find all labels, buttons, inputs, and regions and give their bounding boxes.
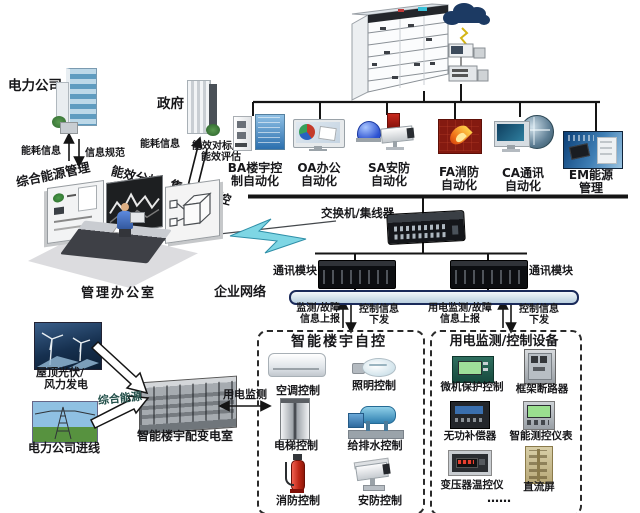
power-equipment-box bbox=[430, 330, 582, 513]
fire-extinguisher-icon bbox=[284, 452, 308, 494]
lightning-icon bbox=[229, 218, 307, 254]
dc-panel-label: 直流屏 bbox=[523, 481, 555, 493]
building-wireframe-icon bbox=[351, 3, 449, 101]
power-company-building-icon bbox=[52, 68, 98, 134]
water-pump-icon bbox=[348, 404, 404, 439]
government-building-icon bbox=[181, 80, 221, 138]
building-automation-box bbox=[257, 330, 425, 513]
gov-flow-down-label-2: 能效评估 bbox=[201, 152, 241, 163]
ac-control-label: 空调控制 bbox=[276, 384, 320, 397]
grid-line-label: 电力公司进线 bbox=[28, 441, 101, 455]
protection-relay-label: 微机保护控制 bbox=[440, 381, 504, 393]
more-devices-dots: …… bbox=[487, 491, 511, 505]
ba-system-label: BA楼宇控制自动化 bbox=[227, 161, 283, 189]
reactive-compensator-icon bbox=[450, 401, 490, 429]
power-flow-down-label: 信息规范 bbox=[85, 148, 125, 159]
power-company-label: 电力公司 bbox=[8, 78, 62, 94]
enterprise-network-label: 企业网络 bbox=[214, 285, 267, 300]
lighting-control-label: 照明控制 bbox=[352, 379, 396, 392]
power-monitor-label: 用电监测 bbox=[223, 388, 267, 401]
switch-label: 交换机/集线器 bbox=[321, 206, 395, 220]
transformer-temp-label: 变压器温控仪 bbox=[440, 479, 504, 491]
bus-left-down-label: 控制信息下发 bbox=[359, 304, 399, 327]
sa-system-icon bbox=[356, 113, 421, 153]
ac-unit-icon bbox=[268, 353, 326, 379]
gov-flow-down-label-1: 能效对标/ bbox=[192, 141, 236, 152]
oa-system-label: OA办公自动化 bbox=[297, 161, 341, 189]
power-box-title: 用电监测/控制设备 bbox=[449, 334, 559, 349]
fa-system-label: FA消防自动化 bbox=[438, 165, 480, 193]
power-line-photo bbox=[32, 401, 98, 443]
switch-device-icon bbox=[386, 209, 466, 246]
comm-module-left-icon bbox=[318, 260, 396, 289]
power-flow-up-label: 能耗信息 bbox=[21, 146, 61, 157]
transmission-tower-icon bbox=[34, 406, 96, 440]
transformer-temp-controller-icon bbox=[448, 450, 492, 476]
substation-cabinets-icon bbox=[139, 375, 237, 435]
reactive-compensator-label: 无功补偿器 bbox=[443, 430, 497, 442]
comm-module-right-label: 通讯模块 bbox=[529, 264, 573, 277]
light-bulb-icon bbox=[352, 357, 398, 377]
laptop-icon bbox=[130, 212, 145, 223]
comm-module-right-icon bbox=[450, 260, 528, 289]
government-label: 政府 bbox=[157, 96, 184, 112]
wireless-bolt-icon bbox=[459, 27, 469, 45]
enterprise-network-bus bbox=[289, 290, 579, 305]
em-system-label: EM能源管理 bbox=[568, 168, 614, 196]
pv-wind-photo bbox=[34, 322, 102, 370]
substation-label: 智能楼宇配变电室 bbox=[137, 429, 234, 443]
elevator-icon bbox=[280, 398, 310, 440]
dc-panel-icon bbox=[525, 446, 553, 484]
water-control-label: 给排水控制 bbox=[347, 439, 403, 452]
bus-right-up-label: 用电监测/故障信息上报 bbox=[428, 303, 492, 326]
gov-flow-up-label: 能耗信息 bbox=[140, 139, 180, 150]
oa-system-icon bbox=[293, 119, 345, 153]
security-control-label: 安防控制 bbox=[358, 494, 402, 507]
protection-relay-icon bbox=[452, 356, 494, 383]
fa-system-icon bbox=[438, 119, 482, 154]
em-system-icon bbox=[563, 131, 623, 169]
gateway-devices-icon bbox=[448, 43, 489, 82]
pv-wind-label: 屋顶光伏/风力发电 bbox=[36, 366, 88, 392]
ca-system-label: CA通讯自动化 bbox=[501, 166, 545, 194]
operator-person bbox=[116, 203, 136, 239]
bus-left-up-label: 监测/故障信息上报 bbox=[296, 303, 340, 326]
fire-control-label: 消防控制 bbox=[276, 494, 320, 507]
smart-meter-label: 智能测控仪表 bbox=[509, 430, 573, 442]
elevator-control-label: 电梯控制 bbox=[274, 439, 318, 452]
cloud-icon bbox=[443, 3, 490, 25]
bus-right-down-label: 控制信息下发 bbox=[519, 304, 559, 327]
monitoring-screen bbox=[165, 179, 220, 244]
sa-system-label: SA安防自动化 bbox=[368, 161, 410, 189]
office-room-label: 管理办公室 bbox=[81, 286, 157, 301]
smart-meter-icon bbox=[523, 401, 555, 430]
building-box-title: 智能楼宇自控 bbox=[291, 334, 387, 350]
circuit-breaker-label: 框架断路器 bbox=[515, 383, 569, 395]
ca-system-icon bbox=[494, 115, 554, 155]
comm-module-left-label: 通讯模块 bbox=[273, 264, 317, 277]
integrated-energy-label: 综合能源 bbox=[97, 389, 143, 408]
circuit-breaker-icon bbox=[524, 349, 556, 384]
wind-turbine-icon bbox=[37, 332, 99, 369]
cctv-camera-icon bbox=[352, 457, 402, 491]
ba-system-icon bbox=[229, 113, 285, 151]
